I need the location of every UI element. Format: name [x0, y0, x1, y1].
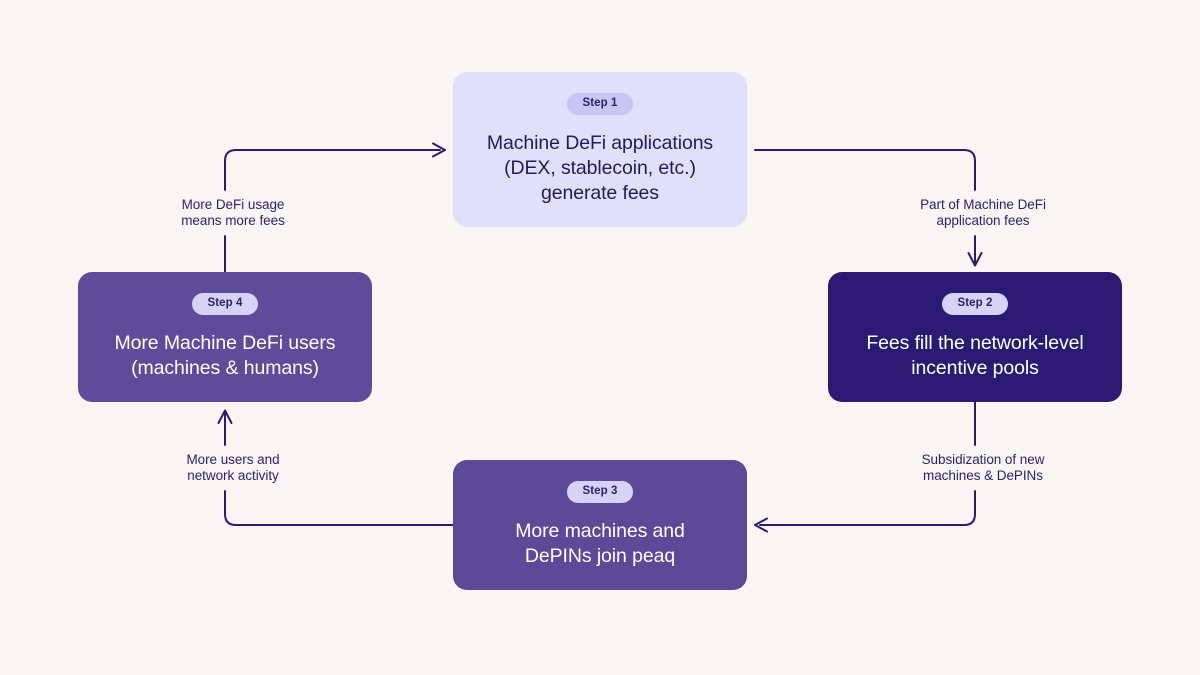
step-title-1: Machine DeFi applications (DEX, stableco… [486, 132, 714, 205]
step-card-4[interactable]: Step 4 More Machine DeFi users (machines… [78, 272, 372, 402]
step-badge-4: Step 4 [192, 292, 258, 316]
edge-label-step3-to-step4: More users and network activity [135, 449, 331, 487]
connector-step3-to-step4-segment-a [224, 490, 454, 526]
arrowhead-right-into-step1 [432, 142, 446, 158]
edge-label-step4-to-step1: More DeFi usage means more fees [135, 194, 331, 232]
step-title-4: More Machine DeFi users (machines & huma… [114, 332, 336, 380]
arrowhead-down-into-step2 [967, 252, 983, 267]
step-badge-2: Step 2 [942, 292, 1008, 316]
arrowhead-up-into-step4 [217, 409, 233, 424]
step-title-3: More machines and DePINs join peaq [515, 520, 685, 568]
connector-step4-to-step1-segment-b [224, 149, 441, 191]
step-title-2: Fees fill the network-level incentive po… [866, 332, 1084, 380]
edge-label-step1-to-step2: Part of Machine DeFi application fees [885, 194, 1081, 232]
connector-step1-to-step2-segment-a [754, 149, 976, 191]
step-badge-1: Step 1 [567, 92, 633, 116]
step-card-1[interactable]: Step 1 Machine DeFi applications (DEX, s… [453, 72, 747, 227]
arrowhead-left-into-step3 [754, 517, 768, 533]
edge-label-step2-to-step3: Subsidization of new machines & DePINs [885, 449, 1081, 487]
connector-step2-to-step3-segment-b [759, 490, 976, 526]
step-card-3[interactable]: Step 3 More machines and DePINs join pea… [453, 460, 747, 590]
step-badge-3: Step 3 [567, 480, 633, 504]
step-card-2[interactable]: Step 2 Fees fill the network-level incen… [828, 272, 1122, 402]
